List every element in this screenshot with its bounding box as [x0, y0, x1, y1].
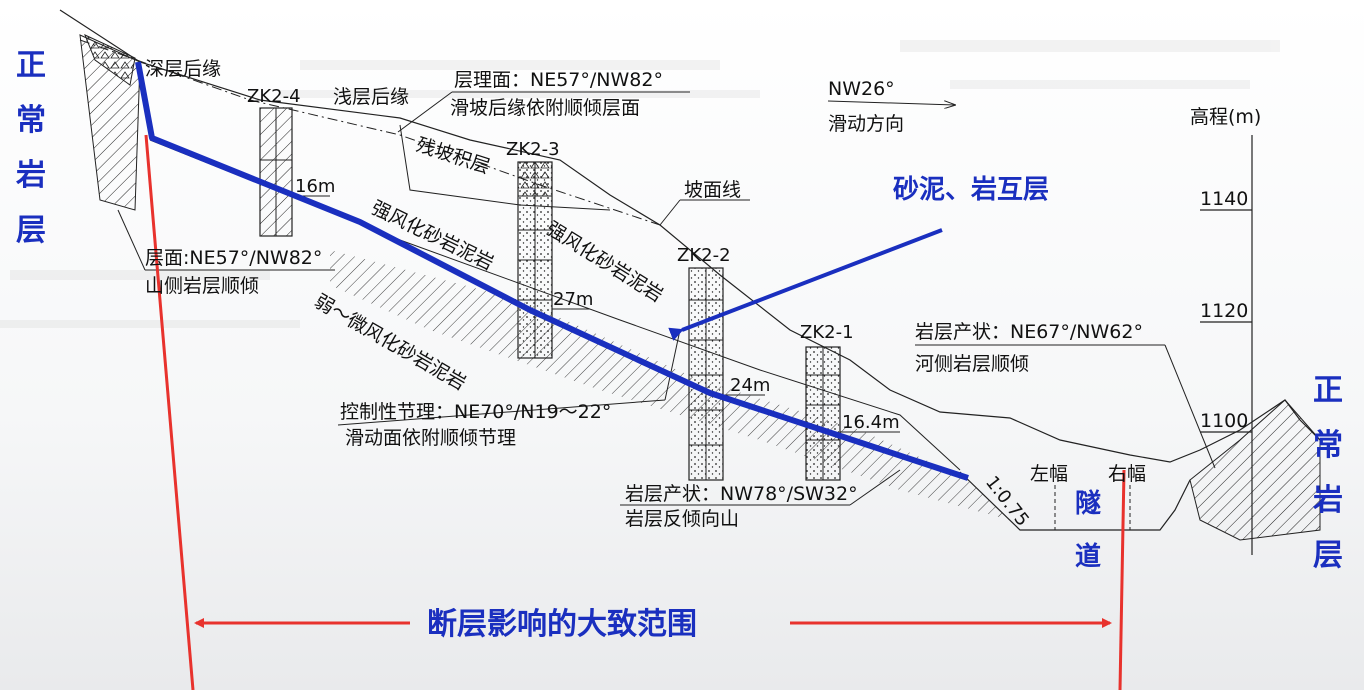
fault-line-left: [144, 134, 195, 690]
tunnel-label-char-2: 道: [1075, 541, 1101, 572]
rear-edge-bedding-label: 滑坡后缘依附顺倾层面: [450, 97, 640, 119]
shallow-rear-edge-label: 浅层后缘: [333, 86, 409, 108]
road-cut-profile: [959, 471, 1191, 531]
left-side-char-3: 岩: [16, 158, 46, 193]
slide-direction-label: 滑动方向: [828, 113, 904, 135]
elevation-axis-title: 高程(m): [1190, 106, 1261, 128]
slope-line-label: 坡面线: [684, 179, 741, 201]
tunnel-label-char-1: 隧: [1075, 489, 1101, 519]
right-normal-strata-label: 正 常 岩 层: [1313, 373, 1343, 573]
slide-azimuth-label: NW26°: [828, 78, 895, 100]
left-normal-strata-label: 正 常 岩 层: [16, 48, 46, 248]
elevation-tick-1120: 1120: [1200, 300, 1248, 322]
sand-mud-interlayer-label: 砂泥、岩互层: [893, 175, 1049, 205]
right-side-char-4: 层: [1313, 538, 1343, 573]
left-side-char-4: 层: [16, 213, 46, 248]
slide-direction-arrow: [827, 100, 955, 105]
rock-dip-mountain-label: 岩层反倾向山: [625, 508, 739, 530]
borehole-zk2-4: [259, 107, 293, 237]
rock-attitude-right-label: 岩层产状：NE67°/NW62°: [915, 321, 1143, 343]
dash-dot-shallow-surface: [79, 39, 661, 226]
weak-weathered-hatch: [330, 250, 1010, 520]
controlling-joint-label: 控制性节理：NE70°/N19～22°: [340, 401, 611, 423]
left-side-char-2: 常: [16, 103, 46, 138]
bedding-plane-label: 层理面：NE57°/NW82°: [454, 69, 663, 91]
borehole-zk2-2: [688, 267, 724, 481]
depth-zk2-3: 27m: [553, 289, 593, 310]
depth-zk2-1: 16.4m: [842, 412, 900, 433]
right-side-char-1: 正: [1313, 373, 1343, 408]
borehole-label-zk2-4: ZK2-4: [247, 86, 301, 107]
left-tube-label: 左幅: [1030, 463, 1068, 485]
depth-zk2-2: 24m: [730, 375, 770, 396]
slide-along-joint-label: 滑动面依附顺倾节理: [345, 427, 516, 449]
layer-plane-label: 层面:NE57°/NW82°: [145, 247, 322, 269]
right-tube-label: 右幅: [1108, 463, 1146, 485]
right-side-char-2: 常: [1313, 428, 1343, 463]
residual-deposit-label: 残坡积层: [413, 134, 492, 178]
right-side-char-3: 岩: [1313, 483, 1343, 518]
deep-rear-edge-label: 深层后缘: [145, 58, 221, 80]
residual-layer-base: [399, 124, 611, 211]
rock-attitude-left-label: 岩层产状：NW78°/SW32°: [625, 483, 858, 505]
background-texture: [0, 40, 1280, 328]
depth-zk2-4: 16m: [295, 176, 335, 197]
borehole-label-zk2-1: ZK2-1: [800, 322, 854, 343]
river-side-bedding-label: 河侧岩层顺倾: [915, 353, 1029, 375]
borehole-zk2-1: [805, 346, 841, 481]
left-side-char-1: 正: [16, 48, 46, 83]
deep-slide-surface: [135, 61, 969, 481]
ground-surface-line: [59, 9, 1321, 463]
borehole-label-zk2-2: ZK2-2: [677, 245, 731, 266]
borehole-zk2-3: [517, 161, 553, 359]
leader-lines: [117, 91, 1216, 506]
elevation-tick-1100: 1100: [1200, 410, 1248, 432]
fault-range-label: 断层影响的大致范围: [427, 607, 697, 642]
borehole-label-zk2-3: ZK2-3: [506, 139, 560, 160]
elevation-tick-1140: 1140: [1200, 188, 1248, 210]
elevation-axis: [1200, 135, 1253, 555]
right-rock-face: [1189, 399, 1321, 541]
left-rock-top: [84, 34, 136, 86]
mountain-side-bedding-label: 山侧岩层顺倾: [145, 275, 259, 297]
sand-mud-pointer: [668, 228, 943, 341]
fault-line-right: [1118, 469, 1126, 690]
